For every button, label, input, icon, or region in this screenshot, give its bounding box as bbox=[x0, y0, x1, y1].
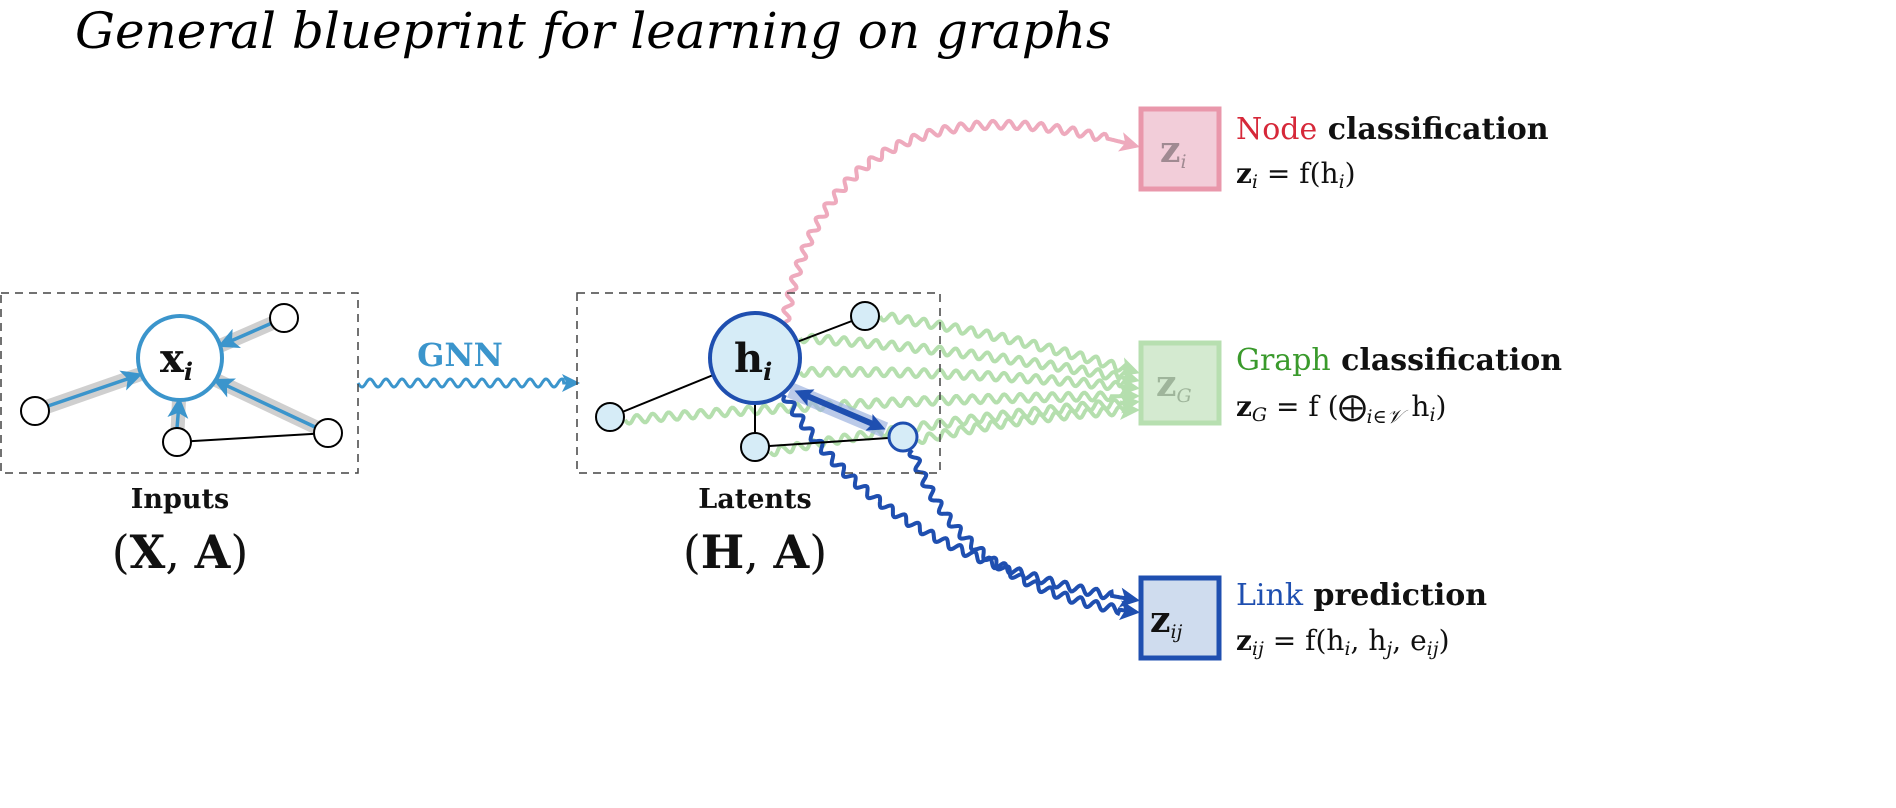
graph-task-wavy-arrow bbox=[878, 311, 1140, 377]
node-hj bbox=[887, 421, 919, 453]
graph-task-wavy-arrow bbox=[623, 386, 1140, 426]
latents-label: Latents bbox=[698, 484, 811, 515]
zij-box bbox=[1138, 575, 1222, 661]
inputs-label: Inputs bbox=[131, 484, 229, 515]
node-classification-equation: zi = f(hi) bbox=[1236, 157, 1356, 193]
link-task-wavy-arrow-hj bbox=[907, 448, 1140, 621]
node-task-wavy-arrow bbox=[781, 118, 1140, 324]
input-edge bbox=[176, 432, 329, 443]
latents-panel: hi Latents (H, A) bbox=[576, 292, 941, 579]
graph-task-wavy-arrow bbox=[798, 332, 1140, 386]
node-xi-label: xi bbox=[160, 335, 193, 386]
latent-neighbor-nodes bbox=[595, 301, 880, 462]
gnn-label: GNN bbox=[417, 336, 503, 374]
link-prediction-equation: zij = f(hi, hj, eij) bbox=[1236, 624, 1450, 660]
link-prediction-output: zij Link prediction zij = f(hi, hj, eij) bbox=[1138, 575, 1487, 661]
node-classification-title: Node classification bbox=[1236, 112, 1549, 147]
link-prediction-title: Link prediction bbox=[1236, 578, 1487, 613]
latents-dashed-box bbox=[576, 292, 941, 474]
inputs-panel: xi Inputs (X, A) bbox=[0, 292, 359, 579]
node-classification-output: zi Node classification zi = f(hi) bbox=[1138, 106, 1549, 193]
zij-box-label: zij bbox=[1150, 599, 1183, 643]
node-xi bbox=[136, 314, 224, 402]
zi-box bbox=[1138, 106, 1222, 192]
message-arrows bbox=[47, 321, 316, 429]
inputs-tuple: (X, A) bbox=[112, 525, 249, 579]
inputs-dashed-box bbox=[0, 292, 359, 474]
graph-classification-equation: zG = f (⨁i∈𝒱 hi) bbox=[1236, 390, 1446, 428]
zi-box-label: zi bbox=[1160, 129, 1187, 173]
node-hi bbox=[708, 311, 802, 405]
graph-task-wavy-arrow bbox=[916, 400, 1140, 445]
zG-box-label: zG bbox=[1156, 363, 1192, 407]
node-hi-label: hi bbox=[734, 335, 772, 386]
zG-box bbox=[1138, 340, 1222, 426]
latents-tuple: (H, A) bbox=[683, 525, 827, 579]
diagram-title: General blueprint for learning on graphs bbox=[75, 2, 1112, 60]
graph-task-wavy-arrow bbox=[798, 365, 1140, 396]
graph-classification-output: zG Graph classification zG = f (⨁i∈𝒱 hi) bbox=[1138, 340, 1562, 428]
gnn-wavy-arrow bbox=[356, 374, 580, 392]
input-neighbor-nodes bbox=[20, 303, 343, 457]
graph-classification-title: Graph classification bbox=[1236, 343, 1562, 378]
link-task-wavy-arrow-hi bbox=[781, 394, 1140, 608]
link-edge-arrow bbox=[794, 389, 886, 431]
